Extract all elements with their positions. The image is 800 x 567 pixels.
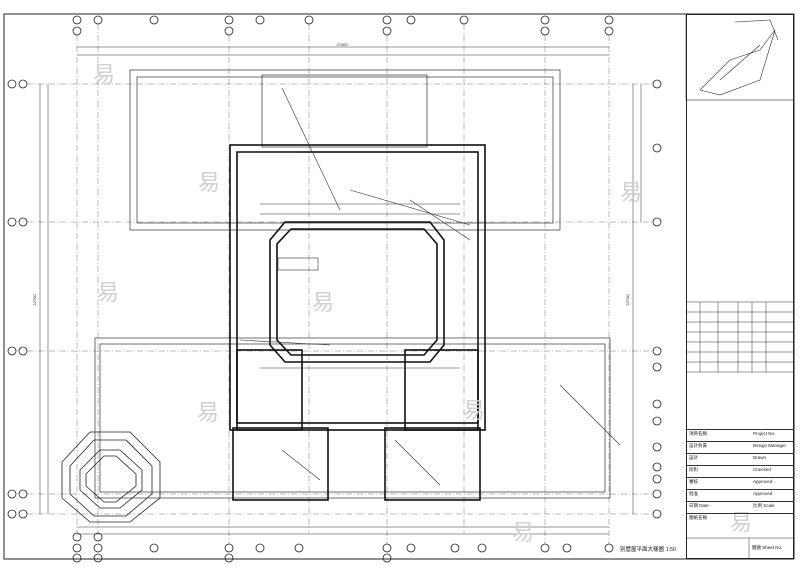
titleblock-row-label: 審核 — [689, 479, 698, 484]
titleblock-row-label: 批准 — [689, 491, 698, 496]
titleblock-row: 設計 Drawn — [687, 453, 793, 460]
top-grid-bubbles — [72, 15, 614, 36]
watermark: 易 — [512, 521, 534, 546]
titleblock-row: 圖紙名稱 — [687, 513, 793, 520]
sheet-border — [3, 13, 795, 560]
titleblock-row: 設計負責 Design Manager — [687, 441, 793, 448]
titleblock-row-label-en: Design Manager — [753, 443, 787, 448]
watermark: 易 — [312, 291, 334, 316]
titleblock-row-label-en: Drawn — [753, 455, 767, 460]
dimension-lines — [39, 46, 642, 535]
roof-outlines — [94, 69, 611, 499]
bottom-grid-bubbles — [72, 532, 614, 563]
titleblock-row: 日期 Date 比例 Scale — [687, 501, 793, 508]
watermark: 易 — [198, 171, 220, 196]
titleblock-row-label: 設計負責 — [689, 443, 707, 448]
watermark: 易 — [620, 181, 642, 206]
left-overall-dim: 22700 — [32, 294, 37, 306]
drawing-title-text: 別墅屋平面大樣圖 — [620, 547, 665, 553]
watermark: 易 — [197, 401, 219, 426]
titleblock-row-label: 設計 — [689, 455, 698, 460]
titleblock-row-label-en: 比例 Scale — [753, 503, 775, 508]
titleblock-row-label-en: Checked — [753, 467, 771, 472]
titleblock-row-label: 項目名稱 — [689, 431, 707, 436]
titleblock-row-label: 日期 Date — [689, 503, 709, 508]
watermark: 易 — [97, 281, 119, 306]
right-overall-dim: 22700 — [625, 294, 630, 306]
watermark: 易 — [730, 511, 752, 536]
titleblock-row: 項目名稱 Project No. — [687, 429, 793, 436]
watermark: 易 — [463, 399, 485, 424]
titleblock-grid — [686, 301, 794, 559]
grid-lines — [27, 24, 653, 544]
octagon-pavilion — [61, 431, 161, 523]
right-grid-bubbles — [652, 79, 662, 519]
drawing-scale: 1:50 — [666, 547, 676, 553]
titleblock-row: 審核 Approved — [687, 477, 793, 484]
main-walls — [229, 144, 486, 501]
titleblock-row-label-en: Approved — [753, 479, 773, 484]
titleblock-row: 批准 Approved — [687, 489, 793, 496]
left-grid-bubbles — [7, 79, 28, 519]
titleblock-row-label-en: Project No. — [753, 431, 776, 436]
watermark-glyphs: 易 易 易 易 易 易 易 易 易 — [93, 63, 752, 546]
interior-lines — [237, 87, 621, 486]
drawing-name-label: 圖紙名稱 — [689, 515, 707, 520]
top-overall-dim: 27300 — [336, 42, 348, 47]
titleblock-row-label: 校對 — [689, 467, 698, 472]
watermark: 易 — [93, 63, 115, 88]
sheet-number-label: 圖號 Sheet No. — [752, 545, 783, 550]
title-block: 項目名稱 Project No. 設計負責 Design Manager 設計 … — [686, 14, 794, 559]
titleblock-row: 校對 Checked — [687, 465, 793, 472]
titleblock-row-label-en: Approved — [753, 491, 773, 496]
